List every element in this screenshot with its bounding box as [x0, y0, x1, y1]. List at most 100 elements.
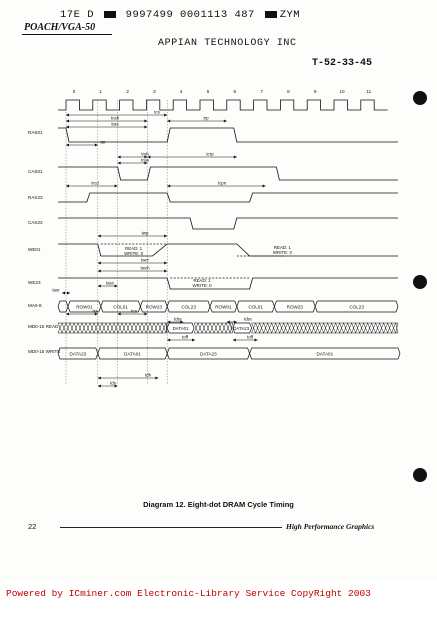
- timing-tdsc-2-label: tdsc: [244, 317, 253, 322]
- md-read-invalid-1-hatch: [85, 322, 91, 334]
- we01-waveform: [58, 243, 398, 257]
- md-read-invalid-1-hatch: [77, 322, 83, 334]
- timing-toff-2-arrowhead: [232, 338, 236, 342]
- timing-tds-arrowhead: [97, 384, 101, 388]
- timing-tcs-label: tcs: [154, 110, 160, 115]
- md-write-value: DATA23: [70, 352, 87, 357]
- footer-rule: [60, 527, 282, 528]
- md-read-invalid-1-hatch: [69, 322, 75, 334]
- timing-trsh-label: trsh: [141, 152, 149, 157]
- ma-bus-segment: [166, 300, 211, 313]
- clock-tick-label: 11: [366, 89, 371, 94]
- md-read-invalid-1-hatch: [61, 322, 67, 334]
- md-read-invalid-3-hatch: [343, 322, 348, 334]
- clock-tick-label: 0: [73, 89, 76, 94]
- signal-label: MD0-15 WRITE: [28, 349, 60, 354]
- watermark-text: Powered by ICminer.com Electronic-Librar…: [6, 588, 371, 599]
- timing-tasc-arrowhead: [97, 284, 101, 288]
- md-write-value: DATA01: [124, 352, 141, 357]
- timing-twch-arrowhead: [97, 269, 101, 273]
- punch-hole-icon: [413, 275, 427, 289]
- timing-trsh-arrowhead: [117, 155, 121, 159]
- md-read-invalid-1-hatch: [113, 322, 119, 334]
- md-read-invalid-1-hatch: [65, 322, 71, 334]
- timing-toff-1-label: toff: [182, 335, 189, 340]
- md-read-invalid-3-hatch: [391, 322, 396, 334]
- md-read-invalid-3-hatch: [363, 322, 368, 334]
- timing-tca-arrowhead: [144, 312, 148, 316]
- timing-twp-arrowhead: [97, 234, 101, 238]
- header-code-suffix: ZYM: [279, 9, 301, 21]
- ma-bus-value: COL23: [181, 305, 196, 310]
- md-read-invalid-3-hatch: [335, 322, 340, 334]
- clock-tick-label: 9: [314, 89, 317, 94]
- ma-bus-value: ROW01: [215, 305, 232, 310]
- timing-twp-arrowhead: [164, 234, 168, 238]
- md-read-invalid-1-hatch: [117, 322, 123, 334]
- md-write-segment: [97, 347, 168, 360]
- signal-label: CAS23: [28, 220, 43, 225]
- md-read-invalid-3-hatch: [331, 322, 336, 334]
- we23-write-note: WRITE: 0: [192, 283, 212, 288]
- md-read-invalid-1-hatch: [73, 322, 79, 334]
- we01-write-note: WRITE: 0: [124, 251, 144, 256]
- md-read-invalid-3-hatch: [303, 322, 308, 334]
- clock-tick-label: 10: [339, 89, 345, 94]
- md-read-invalid-1-hatch: [97, 322, 103, 334]
- timing-tds-arrowhead: [114, 384, 118, 388]
- timing-tar-arrowhead: [94, 143, 98, 147]
- md-read-invalid-2-hatch: [205, 322, 211, 334]
- md-write-value: DATA23: [200, 352, 217, 357]
- md-read-invalid-3-hatch: [307, 322, 312, 334]
- we23-read-note: READ: 1: [193, 278, 211, 283]
- md-read-valid-1: [166, 322, 195, 334]
- we01-read-note: READ: 1: [125, 246, 143, 251]
- header-code-left: 17E D: [60, 9, 95, 21]
- md-read-invalid-3-hatch: [355, 322, 360, 334]
- timing-trcd-label: trcd: [91, 181, 99, 186]
- timing-tras-arrowhead: [144, 125, 148, 129]
- timing-trcd-arrowhead: [66, 184, 69, 188]
- md-read-invalid-1-hatch: [133, 322, 139, 334]
- clock-tick-label: 6: [234, 89, 237, 94]
- md-read-invalid-1-hatch: [141, 322, 147, 334]
- timing-tras-arrowhead: [66, 125, 69, 129]
- ma-bus-value: ROW23: [146, 305, 163, 310]
- timing-trcd-arrowhead: [114, 184, 118, 188]
- md-read-invalid-2-hatch: [229, 322, 234, 334]
- barcode-block-icon: [103, 10, 116, 18]
- md-read-invalid-3-hatch: [319, 322, 324, 334]
- md-read-invalid-3-hatch: [311, 322, 316, 334]
- md-read-invalid-3-hatch: [327, 322, 332, 334]
- ma-bus-segment: [140, 300, 168, 313]
- signal-label: WE23: [28, 280, 41, 285]
- product-underline: [22, 34, 112, 35]
- timing-toff-1-arrowhead: [192, 338, 195, 342]
- md-read-invalid-3-hatch: [387, 322, 392, 334]
- md-read-invalid-3-hatch: [279, 322, 284, 334]
- cas23-waveform: [58, 217, 398, 230]
- ma-bus-segment: [314, 300, 399, 313]
- timing-tras-label: tras: [111, 122, 119, 127]
- ma-bus-value: ROW01: [76, 305, 93, 310]
- ma-bus-segment: [274, 300, 316, 313]
- timing-tar-arrowhead: [66, 143, 69, 147]
- timing-tasc-label: tasc: [106, 281, 115, 286]
- md-read-invalid-3-hatch: [283, 322, 288, 334]
- ma-bus-value: COL01: [113, 305, 128, 310]
- md-read-invalid-3-hatch: [339, 322, 344, 334]
- md-read-invalid-3-hatch: [375, 322, 380, 334]
- cas01-waveform: [58, 166, 398, 181]
- md-read-invalid-2-hatch: [217, 322, 223, 334]
- md-read-invalid-1-hatch: [105, 322, 111, 334]
- md-read-invalid-2-hatch: [225, 322, 231, 334]
- md-read-invalid-2-hatch: [201, 322, 207, 334]
- md-read-invalid-1-hatch: [121, 322, 127, 334]
- ma-bus-value: ROW23: [287, 305, 304, 310]
- header-code-line: 17E D 9997499 0001113 487 ZYM: [60, 9, 300, 21]
- md-write-segment: [166, 347, 250, 360]
- timing-twp-label: twp: [142, 231, 149, 236]
- md-read-invalid-1-hatch: [165, 322, 168, 334]
- md-read-invalid-1-hatch: [93, 322, 99, 334]
- punch-hole-icon: [413, 91, 427, 105]
